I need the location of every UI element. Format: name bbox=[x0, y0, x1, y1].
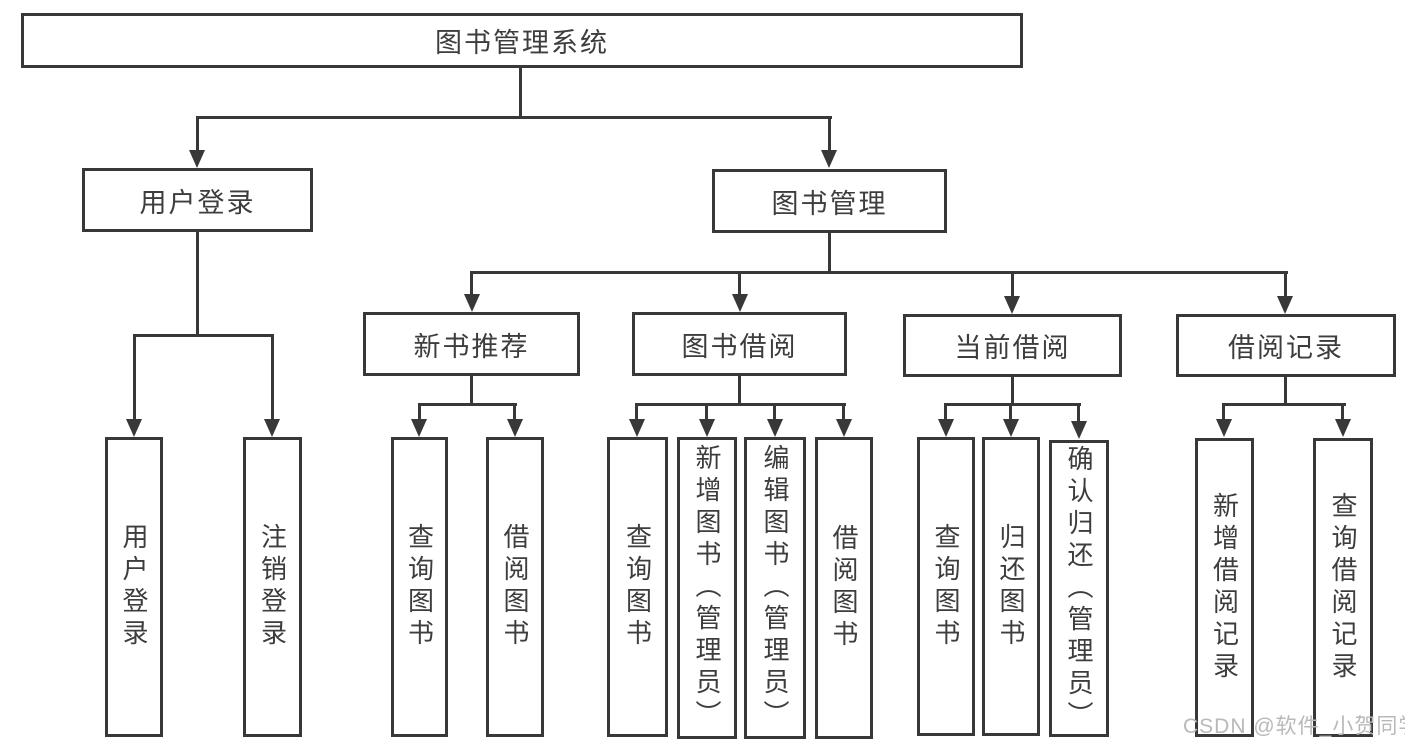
leaf-current-confirm: 确认归还（管理员） bbox=[1049, 440, 1109, 737]
arrow-down-icon bbox=[821, 150, 837, 168]
connector-drop bbox=[196, 116, 199, 153]
connector-manage-bus bbox=[471, 271, 1288, 274]
leaf-record-query-label: 查询借阅记录 bbox=[1328, 491, 1358, 684]
connector-drop bbox=[1009, 403, 1012, 421]
connector-current-stem bbox=[1011, 377, 1014, 405]
arrow-down-icon bbox=[1335, 419, 1351, 437]
arrow-down-icon bbox=[464, 294, 480, 312]
connector-login-bus bbox=[133, 334, 274, 337]
connector-drop bbox=[470, 271, 473, 297]
node-new-book: 新书推荐 bbox=[363, 312, 580, 376]
leaf-newbook-borrow-label: 借阅图书 bbox=[500, 523, 530, 651]
arrow-down-icon bbox=[411, 419, 427, 437]
connector-drop bbox=[1341, 403, 1344, 421]
connector-drop bbox=[1077, 403, 1080, 423]
connector-drop bbox=[1011, 271, 1014, 299]
leaf-newbook-borrow: 借阅图书 bbox=[486, 437, 544, 737]
leaf-newbook-query-label: 查询图书 bbox=[404, 523, 435, 651]
arrow-down-icon bbox=[1004, 296, 1020, 314]
watermark: CSDN @软件_小贺同学 bbox=[1183, 715, 1405, 738]
leaf-borrow-add-label: 新增图书（管理员） bbox=[692, 444, 722, 732]
leaf-logout: 注销登录 bbox=[243, 437, 302, 737]
node-current-borrow: 当前借阅 bbox=[903, 314, 1122, 377]
leaf-newbook-query: 查询图书 bbox=[391, 437, 448, 737]
connector-drop bbox=[705, 403, 708, 421]
leaf-current-return-label: 归还图书 bbox=[996, 522, 1026, 651]
arrow-down-icon bbox=[1216, 419, 1232, 437]
connector-drop bbox=[738, 271, 741, 297]
connector-current-bus bbox=[944, 403, 1081, 406]
node-new-book-label: 新书推荐 bbox=[413, 331, 530, 362]
leaf-borrow-query: 查询图书 bbox=[607, 437, 668, 737]
node-book-borrow-label: 图书借阅 bbox=[681, 331, 798, 362]
connector-record-bus bbox=[1223, 403, 1346, 406]
arrow-down-icon bbox=[1071, 421, 1087, 439]
connector-drop bbox=[418, 403, 421, 421]
arrow-down-icon bbox=[1277, 296, 1293, 314]
leaf-current-query: 查询图书 bbox=[917, 437, 975, 736]
node-user-login-label: 用户登录 bbox=[139, 187, 256, 218]
connector-drop bbox=[513, 403, 516, 421]
arrow-down-icon bbox=[732, 294, 748, 312]
connector-root-bus bbox=[196, 116, 832, 119]
arrow-down-icon bbox=[264, 419, 280, 437]
arrow-down-icon bbox=[126, 419, 142, 437]
connector-drop bbox=[944, 403, 947, 421]
arrow-down-icon bbox=[938, 419, 954, 437]
leaf-borrow-query-label: 查询图书 bbox=[622, 523, 653, 651]
connector-login-stem bbox=[196, 232, 199, 336]
arrow-down-icon bbox=[767, 419, 783, 437]
arrow-down-icon bbox=[507, 419, 523, 437]
leaf-current-query-label: 查询图书 bbox=[931, 522, 961, 651]
leaf-borrow-borrow: 借阅图书 bbox=[815, 437, 873, 739]
node-book-manage: 图书管理 bbox=[712, 169, 947, 233]
connector-drop bbox=[842, 403, 845, 421]
node-book-manage-label: 图书管理 bbox=[771, 188, 888, 219]
connector-borrow-stem bbox=[738, 376, 741, 405]
node-user-login: 用户登录 bbox=[82, 168, 313, 232]
leaf-borrow-borrow-label: 借阅图书 bbox=[829, 524, 859, 652]
node-root: 图书管理系统 bbox=[21, 13, 1023, 68]
connector-drop bbox=[828, 116, 831, 153]
connector-drop bbox=[773, 403, 776, 421]
node-book-borrow: 图书借阅 bbox=[632, 312, 847, 376]
leaf-record-query: 查询借阅记录 bbox=[1313, 438, 1373, 737]
leaf-record-add-label: 新增借阅记录 bbox=[1209, 491, 1240, 684]
leaf-logout-label: 注销登录 bbox=[257, 523, 288, 651]
arrow-down-icon bbox=[836, 419, 852, 437]
connector-newbook-bus bbox=[418, 403, 517, 406]
connector-drop bbox=[635, 403, 638, 421]
connector-drop bbox=[133, 334, 136, 421]
leaf-borrow-edit: 编辑图书（管理员） bbox=[744, 437, 806, 739]
arrow-down-icon bbox=[1003, 419, 1019, 437]
leaf-record-add: 新增借阅记录 bbox=[1195, 438, 1254, 737]
arrow-down-icon bbox=[699, 419, 715, 437]
connector-borrow-bus bbox=[636, 403, 846, 406]
node-borrow-record: 借阅记录 bbox=[1176, 314, 1396, 377]
node-current-borrow-label: 当前借阅 bbox=[954, 333, 1071, 363]
arrow-down-icon bbox=[189, 150, 205, 168]
leaf-borrow-edit-label: 编辑图书（管理员） bbox=[760, 444, 790, 732]
connector-manage-stem bbox=[828, 233, 831, 274]
leaf-borrow-add: 新增图书（管理员） bbox=[677, 437, 737, 739]
leaf-user-login: 用户登录 bbox=[105, 437, 163, 737]
connector-drop bbox=[271, 334, 274, 421]
connector-record-stem bbox=[1284, 377, 1287, 405]
arrow-down-icon bbox=[629, 419, 645, 437]
connector-drop bbox=[1222, 403, 1225, 421]
node-root-label: 图书管理系统 bbox=[435, 28, 609, 58]
node-borrow-record-label: 借阅记录 bbox=[1228, 333, 1344, 363]
connector-root-stem bbox=[519, 66, 522, 118]
connector-drop bbox=[1284, 271, 1287, 299]
connector-newbook-stem bbox=[470, 376, 473, 405]
leaf-current-confirm-label: 确认归还（管理员） bbox=[1064, 444, 1094, 733]
leaf-current-return: 归还图书 bbox=[982, 437, 1040, 736]
leaf-user-login-label: 用户登录 bbox=[119, 523, 149, 651]
